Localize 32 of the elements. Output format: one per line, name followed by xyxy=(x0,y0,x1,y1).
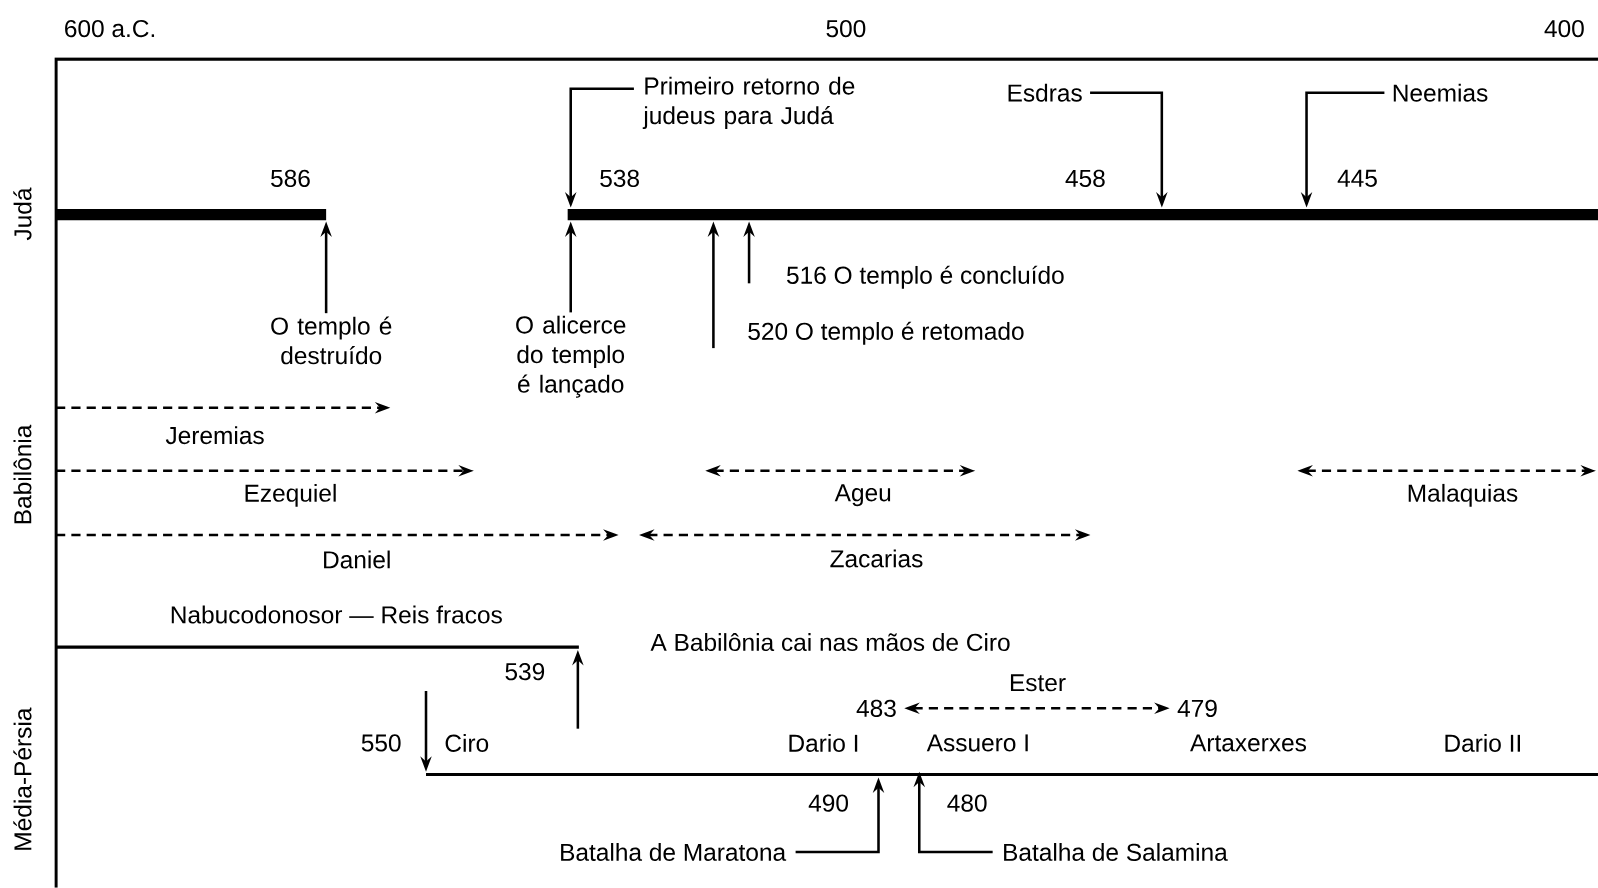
edge-label: Ester xyxy=(1007,673,1068,693)
prophet-label: Daniel xyxy=(324,550,390,569)
event-label: 520 O templo é retomado xyxy=(748,321,1024,345)
year-label: 538 xyxy=(600,169,639,188)
axis-label: 500 xyxy=(826,20,866,38)
event-label: Esdras xyxy=(1008,83,1082,102)
event-label: A Babilônia cai nas mãos de Ciro xyxy=(650,633,1010,652)
year-label: 458 xyxy=(1065,169,1105,188)
prophet-label: Zacarias xyxy=(830,549,923,568)
event-label: Batalha de Salamina xyxy=(1004,843,1228,862)
year-label: 586 xyxy=(271,169,310,188)
period-label: Nabucodonosor — Reis fracos xyxy=(171,605,502,624)
prophet-label: Ageu xyxy=(834,484,891,507)
year-label: 550 xyxy=(361,734,401,752)
event-label: 516 O templo é concluído xyxy=(787,265,1064,289)
event-label: Batalha de Maratona xyxy=(561,843,787,862)
event-label: 479 xyxy=(1177,699,1217,718)
region-label: Babilônia xyxy=(13,424,32,524)
axis-label: 400 xyxy=(1544,20,1584,38)
year-label: 445 xyxy=(1337,170,1377,188)
prophet-label: Ezequiel xyxy=(245,484,336,507)
event-label: Neemias xyxy=(1393,83,1488,102)
prophet-label: Jeremias xyxy=(165,426,264,445)
event-label: Primeiro retorno de judeus para Judá xyxy=(642,76,855,130)
axis-label: 600 a.C. xyxy=(65,20,155,38)
timeline-bar xyxy=(56,209,327,221)
timeline-bar xyxy=(56,645,579,649)
event-label: 483 xyxy=(856,699,896,718)
prophet-label: Malaquias xyxy=(1408,484,1518,507)
timeline-bar xyxy=(567,209,1598,221)
event-label: O templo é destruído xyxy=(271,316,392,365)
event-label: O alicerce do templo é lançado xyxy=(516,315,626,398)
